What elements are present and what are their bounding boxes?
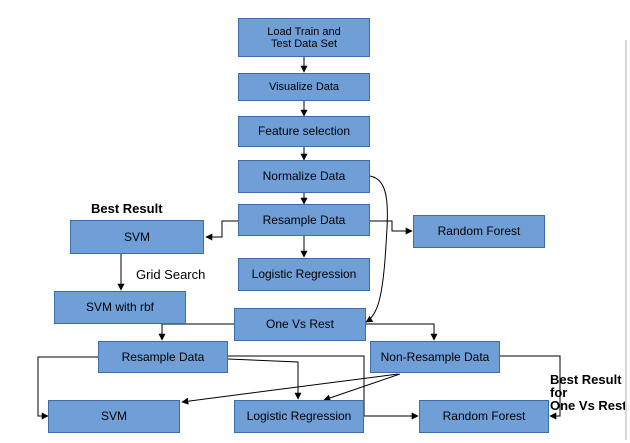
non-resample-data-box: Non-Resample Data — [370, 341, 500, 373]
arrow-nonresample-to-random-forest — [500, 355, 561, 420]
arrow-resample-bottom-to-svm — [37, 356, 98, 420]
arrow-nonresample-to-logistic — [323, 373, 401, 402]
grid-search-label: Grid Search — [136, 267, 206, 282]
normalize-data-box: Normalize Data — [238, 160, 370, 193]
svm-box-top: SVM — [70, 220, 204, 254]
arrow-resample-bottom-to-logistic — [227, 358, 302, 400]
best-result-label: Best Result — [91, 201, 163, 216]
right-divider — [625, 40, 627, 440]
resample-data-box-top: Resample Data — [238, 204, 370, 236]
feature-selection-box: Feature selection — [238, 116, 370, 147]
arrow-ovr-to-nonresample — [366, 323, 438, 341]
random-forest-box-top: Random Forest — [413, 215, 545, 248]
arrow-resample-to-random-forest — [370, 220, 413, 235]
svm-box-bottom: SVM — [48, 400, 180, 433]
load-data-box: Load Train and Test Data Set — [238, 18, 370, 57]
resample-data-box-bottom: Resample Data — [98, 341, 228, 373]
arrow-normalize-to-ovr — [365, 175, 388, 323]
logistic-regression-box-top: Logistic Regression — [238, 258, 370, 291]
arrow-ovr-to-resample — [158, 323, 234, 341]
one-vs-rest-box: One Vs Rest — [234, 308, 366, 341]
visualize-data-box: Visualize Data — [238, 73, 370, 101]
arrow-resample-bottom-to-random-forest — [228, 355, 365, 416]
svm-rbf-box: SVM with rbf — [54, 291, 186, 324]
arrow-resample-to-svm — [205, 220, 238, 241]
arrow-nonresample-to-svm — [181, 373, 399, 405]
logistic-regression-box-bottom: Logistic Regression — [234, 400, 364, 433]
random-forest-box-bottom: Random Forest — [419, 400, 549, 433]
best-result-ovr-label: Best Result for One Vs Rest — [550, 372, 627, 413]
